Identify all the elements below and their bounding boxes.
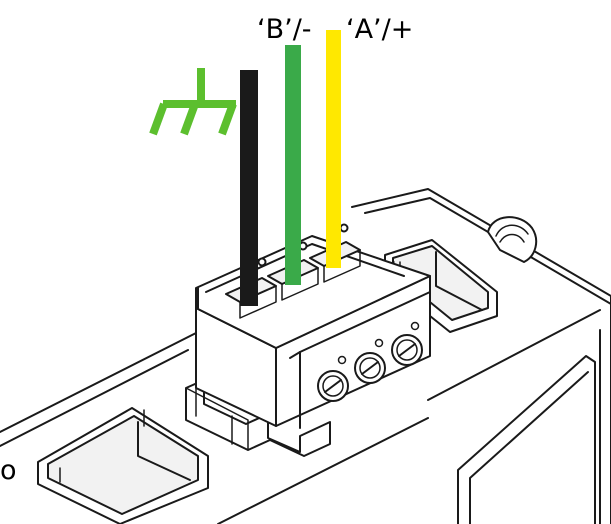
connector-rail — [185, 379, 331, 457]
slot-a-wall — [323, 249, 361, 283]
left-socket — [37, 407, 209, 524]
terminal-front-ledge-lip — [289, 351, 301, 359]
enclosure-top-front-edge-inner — [0, 349, 189, 447]
cable-gland-body — [487, 216, 538, 263]
cable-gland-ring — [495, 224, 529, 237]
terminal-top-dot-1 — [257, 257, 267, 267]
screw-ground-slot — [324, 379, 342, 393]
ground-symbol-leg-3 — [218, 102, 237, 136]
enclosure-front-top-edge — [427, 309, 601, 401]
ground-wire — [240, 70, 258, 306]
screw-ground-pin — [337, 355, 347, 365]
enclosure-front-bottom-edge — [217, 417, 429, 524]
rail-top-edge — [185, 387, 249, 451]
label-edge-fragment: o — [0, 455, 17, 486]
ground-symbol-leg-1 — [149, 102, 168, 136]
screw-ground — [317, 355, 349, 402]
enclosure-top-back-edge — [351, 188, 611, 297]
screw-b-pin — [374, 338, 384, 348]
left-socket-depth — [137, 421, 191, 481]
screw-b-ring — [359, 357, 381, 379]
wires — [240, 30, 341, 306]
left-socket-inner — [47, 415, 199, 515]
screw-a-slot — [398, 343, 416, 357]
right-socket-depth — [435, 251, 483, 311]
label-b-wire: ‘B’/- — [257, 14, 312, 45]
enclosure-top-back-edge-inner — [364, 197, 611, 305]
ground-symbol-icon — [149, 68, 237, 136]
screw-b-slot — [361, 361, 379, 375]
screw-terminals — [317, 321, 423, 402]
screw-a — [391, 321, 423, 366]
front-panel-recess — [457, 355, 596, 524]
label-a-wire: ‘A’/+ — [346, 14, 413, 45]
a-wire — [326, 30, 341, 268]
slot-ground-wall — [239, 285, 277, 319]
screw-a-pin — [410, 321, 420, 331]
cable-gland — [487, 216, 538, 263]
enclosure-top-front-edge — [0, 331, 199, 433]
terminal-top-dot-3 — [339, 223, 349, 233]
b-wire — [285, 45, 301, 285]
screw-ground-ring — [322, 375, 344, 397]
ground-symbol-leg-2 — [180, 102, 199, 136]
device-enclosure — [0, 188, 611, 524]
connector-rail-body — [185, 379, 331, 457]
cable-gland-ring-inner — [499, 233, 525, 243]
slot-b-wall — [281, 267, 319, 301]
front-panel-recess-inner — [469, 371, 589, 524]
screw-b — [354, 338, 386, 384]
screw-a-ring — [396, 339, 418, 361]
terminal-front-ledge — [299, 291, 431, 353]
